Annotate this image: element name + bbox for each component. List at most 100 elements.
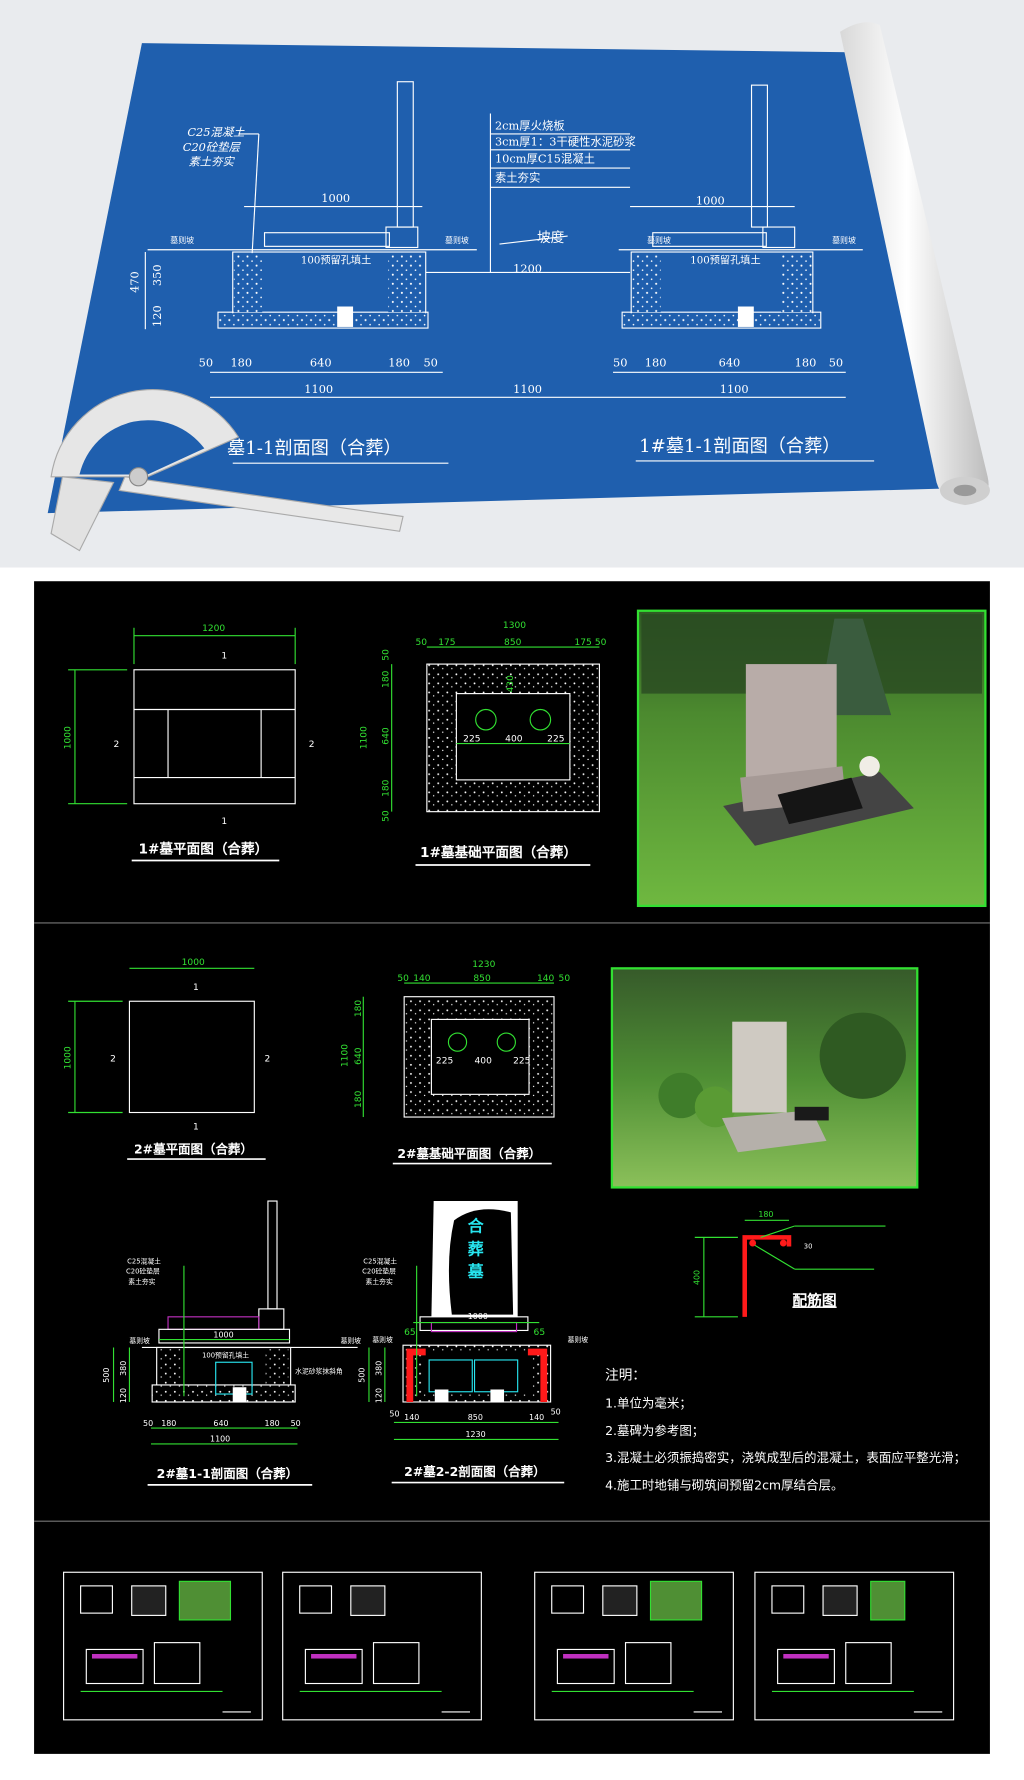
dim-label: 50 <box>381 810 391 822</box>
section-mark: 1 <box>193 1123 199 1133</box>
thumb-photo <box>649 1580 703 1621</box>
dim-label: 380 <box>119 1361 128 1376</box>
thumb-mark <box>551 1585 585 1614</box>
dim-label: 1100 <box>513 382 542 396</box>
layer-label: 素土夯实 <box>495 171 540 185</box>
layer-label: 10cm厚C15混凝土 <box>495 151 595 165</box>
thumb-mark <box>311 1653 357 1659</box>
ground-label: 墓则坡 <box>170 235 194 245</box>
layer-label: C20砼垫层 <box>362 1267 396 1276</box>
stone-inscription: 葬 <box>468 1239 484 1258</box>
drawing-title: 1#墓平面图（合葬） <box>139 841 269 858</box>
ground-label: 墓则坡 <box>341 1336 362 1345</box>
section-title: 墓1-1剖面图（合葬） <box>227 438 402 459</box>
side-label: 水泥砂浆抹斜角 <box>295 1367 343 1376</box>
dim-label: 180 <box>265 1419 280 1428</box>
layer-label: C20砼垫层 <box>183 140 242 154</box>
dim-label: 180 <box>230 356 252 370</box>
blueprint-sheet <box>47 43 960 514</box>
dim-label: 175 <box>438 638 455 648</box>
thumb-mark <box>299 1585 333 1614</box>
thumb-mark <box>372 1642 420 1685</box>
note-item: 3.混凝土必须振捣密实，浇筑成型后的混凝土，表面应平整光滑； <box>605 1450 966 1465</box>
rebar-diagram: 180 400 30 配筋图 <box>692 1210 886 1318</box>
dim-label: 50 <box>397 974 409 984</box>
paper-roll <box>840 22 990 506</box>
section-mark: 1 <box>221 817 227 827</box>
dim-label: 225 <box>547 734 564 744</box>
drawing-title: 1#墓基础平面图（合葬） <box>420 844 577 861</box>
dim-label: 640 <box>354 1047 364 1065</box>
dim-label: 1000 <box>468 1312 488 1321</box>
notes-heading: 注明： <box>605 1367 646 1383</box>
dim-label: 470 <box>128 271 142 293</box>
dim-label: 500 <box>102 1368 111 1383</box>
protractor-icon <box>50 389 404 552</box>
dim-label: 180 <box>645 356 667 370</box>
dim-label: 140 <box>413 974 431 984</box>
dim-label: 500 <box>357 1368 366 1383</box>
section-mark: 2 <box>265 1054 271 1064</box>
dim-label: 1000 <box>63 726 73 749</box>
layer-label: 2cm厚火烧板 <box>495 118 565 132</box>
dim-label: 430 <box>506 675 516 693</box>
thumb-mark <box>563 1653 609 1659</box>
thumb-mark <box>80 1585 113 1614</box>
layer-label: C25混凝土 <box>187 125 245 139</box>
sheet-thumbnails <box>63 1571 955 1721</box>
dim-label: 120 <box>150 305 164 327</box>
dim-label: 50 <box>423 356 437 370</box>
dim-label: 180 <box>354 1000 364 1018</box>
dim-label: 1100 <box>360 726 370 749</box>
thumb-mark <box>783 1653 829 1659</box>
dim-label: 1000 <box>696 193 725 207</box>
dim-label: 50 <box>595 638 607 648</box>
dim-label: 50 <box>143 1419 153 1428</box>
thumb-mark <box>556 1648 615 1685</box>
ground-label: 墓则坡 <box>129 1336 150 1345</box>
stone-inscription: 合 <box>468 1217 484 1236</box>
stone-inscription: 墓 <box>467 1262 485 1281</box>
section-mark: 1 <box>221 651 227 661</box>
dim-label: 1000 <box>213 1330 233 1339</box>
dim-label: 175 <box>574 638 591 648</box>
drawing-title: 2#墓基础平面图（合葬） <box>397 1146 541 1161</box>
dim-label: 50 <box>389 1410 399 1419</box>
hole-label: 100预留孔填土 <box>202 1351 249 1360</box>
dim-label: 400 <box>692 1270 701 1285</box>
note-item: 1.单位为毫米； <box>605 1396 692 1411</box>
dim-label: 350 <box>150 264 164 286</box>
dim-label: 180 <box>758 1210 773 1219</box>
thumb-mark <box>153 1642 201 1685</box>
dim-label: 1100 <box>304 382 333 396</box>
dim-label: 50 <box>416 638 428 648</box>
ground-label: 墓则坡 <box>832 235 856 245</box>
dim-label: 180 <box>381 670 391 688</box>
tombstone-photo-2 <box>610 967 919 1189</box>
dim-label: 640 <box>213 1419 228 1428</box>
dim-label: 50 <box>559 974 571 984</box>
cad-drawing-panel: 1200 1000 1 1 2 2 1#墓平面图（合葬） 1300 50 175… <box>0 567 1024 1780</box>
dim-label: 140 <box>529 1413 544 1422</box>
note-item: 4.施工时地铺与砌筑间预留2cm厚结合层。 <box>605 1477 843 1492</box>
dim-label: 1000 <box>182 958 205 968</box>
dim-label: 50 <box>551 1407 561 1416</box>
notes-block: 注明： 1.单位为毫米； 2.墓碑为参考图； 3.混凝土必须振捣密实，浇筑成型后… <box>605 1367 966 1492</box>
dim-label: 1300 <box>503 621 526 631</box>
hole-label: 100预留孔填土 <box>301 253 371 266</box>
dim-label: 225 <box>436 1057 453 1067</box>
layer-label: 素土夯实 <box>128 1277 155 1286</box>
foundation1-drawing: 1300 50 175 850 175 50 1100 50 180 640 1… <box>360 621 607 866</box>
dim-label: 850 <box>468 1413 483 1422</box>
thumb-mark <box>771 1585 805 1614</box>
dim-label: 180 <box>388 356 410 370</box>
dim-label: 850 <box>504 638 522 648</box>
dim-label: 50 <box>291 1419 301 1428</box>
dim-label: 180 <box>161 1419 176 1428</box>
note-item: 2.墓碑为参考图； <box>605 1423 704 1438</box>
thumb-mark <box>91 1653 138 1659</box>
dim-label: 120 <box>119 1388 128 1403</box>
dim-label: 640 <box>310 356 332 370</box>
slope-label: 坡度 <box>537 230 565 246</box>
section-mark: 1 <box>193 983 199 993</box>
